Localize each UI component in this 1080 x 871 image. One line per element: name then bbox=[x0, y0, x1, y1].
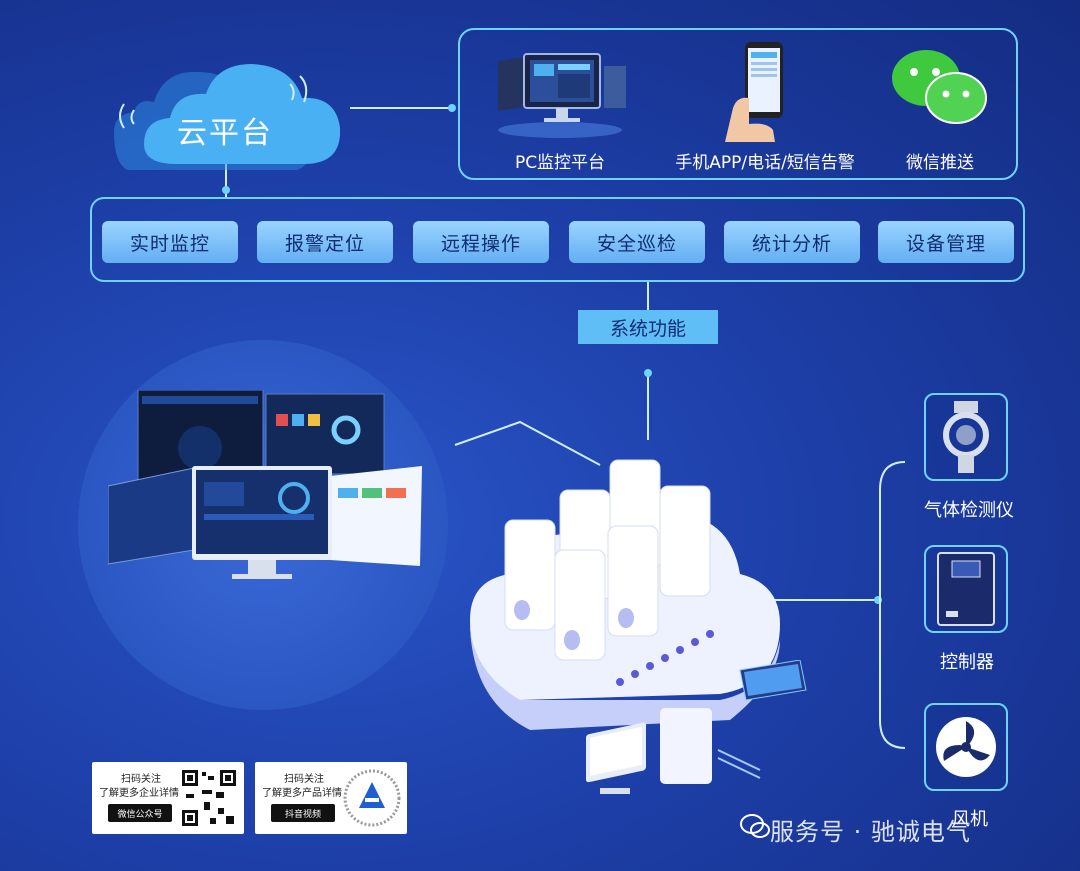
qr-card-tag: 抖音视频 bbox=[271, 804, 335, 822]
watermark-text: 服务号 · 驰诚电气 bbox=[770, 818, 971, 846]
qr-card-line1: 扫码关注 bbox=[284, 774, 324, 785]
qr-card-wechat[interactable]: 扫码关注 了解更多企业详情 微信公众号 bbox=[92, 762, 244, 834]
phone-hand-icon bbox=[725, 42, 783, 142]
server-cloud-icon bbox=[470, 459, 780, 730]
qr-card-line1: 扫码关注 bbox=[121, 774, 161, 785]
channel-wechat-label: 微信推送 bbox=[906, 153, 974, 173]
output-channels-box: PC监控平台 手机APP/电话/短信告警 微信推送 bbox=[458, 28, 1018, 180]
controller-box bbox=[924, 545, 1008, 633]
gas-detector-box bbox=[924, 393, 1008, 481]
cloud-platform-label: 云平台 bbox=[177, 116, 273, 151]
functions-box: 实时监控 报警定位 远程操作 安全巡检 统计分析 设备管理 bbox=[90, 197, 1025, 282]
function-realtime-monitor[interactable]: 实时监控 bbox=[102, 221, 238, 263]
qr-card-line2: 了解更多企业详情 bbox=[99, 788, 179, 799]
cloud-icon bbox=[114, 64, 340, 170]
function-statistics[interactable]: 统计分析 bbox=[724, 221, 860, 263]
terminal-devices-icon bbox=[586, 660, 807, 794]
dashboard-screens-icon bbox=[108, 390, 422, 579]
function-safety-patrol[interactable]: 安全巡检 bbox=[569, 221, 705, 263]
controller-icon bbox=[937, 552, 995, 626]
qr-card-line2: 了解更多产品详情 bbox=[262, 788, 342, 799]
qr-code-icon bbox=[180, 768, 238, 828]
channel-pc-label: PC监控平台 bbox=[514, 153, 606, 173]
qr-card-tag: 微信公众号 bbox=[108, 804, 172, 822]
function-device-management[interactable]: 设备管理 bbox=[878, 221, 1014, 263]
wechat-logo-icon bbox=[740, 814, 770, 838]
function-alarm-locate[interactable]: 报警定位 bbox=[257, 221, 393, 263]
channel-app-label: 手机APP/电话/短信告警 bbox=[675, 153, 855, 173]
fan-box bbox=[924, 703, 1008, 791]
fan-icon bbox=[936, 717, 996, 777]
function-remote-operation[interactable]: 远程操作 bbox=[413, 221, 549, 263]
system-functions-label: 系统功能 bbox=[578, 310, 718, 344]
douyin-code-icon bbox=[343, 769, 401, 827]
gas-detector-icon bbox=[943, 401, 989, 473]
gas-detector-label: 气体检测仪 bbox=[924, 500, 1014, 521]
monitor-icon bbox=[498, 53, 626, 138]
wechat-icon bbox=[892, 50, 987, 124]
fan-label: 风机 bbox=[952, 809, 988, 830]
qr-card-douyin[interactable]: 扫码关注 了解更多产品详情 抖音视频 bbox=[255, 762, 407, 834]
controller-label: 控制器 bbox=[940, 652, 994, 673]
